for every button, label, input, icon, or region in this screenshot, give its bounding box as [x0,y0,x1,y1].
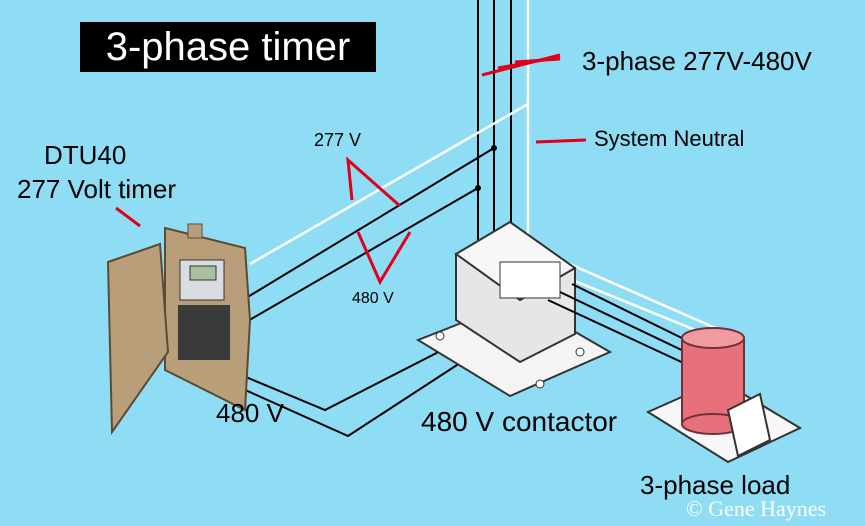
voltage-480-small-label: 480 V [352,290,394,307]
junction-dots [475,145,497,191]
load-wires [547,283,691,367]
copyright-credit: © Gene Haynes [686,496,827,521]
load-graphic [645,327,803,464]
supply-voltage-label: 3-phase 277V-480V [582,46,812,76]
timer-description-label: 277 Volt timer [17,174,176,204]
timer-model-label: DTU40 [44,140,127,170]
contactor-label: 480 V contactor [421,406,618,437]
voltage-480-label: 480 V [216,398,284,428]
timer-box-graphic [106,223,252,436]
voltage-277-label: 277 V [314,130,362,150]
neutral-label: System Neutral [594,126,745,151]
diagram-title: 3-phase timer [80,22,376,72]
contactor-graphic [415,220,613,398]
load-label: 3-phase load [640,470,791,500]
annotation-pointers [115,53,587,286]
supply-wires [477,0,512,240]
